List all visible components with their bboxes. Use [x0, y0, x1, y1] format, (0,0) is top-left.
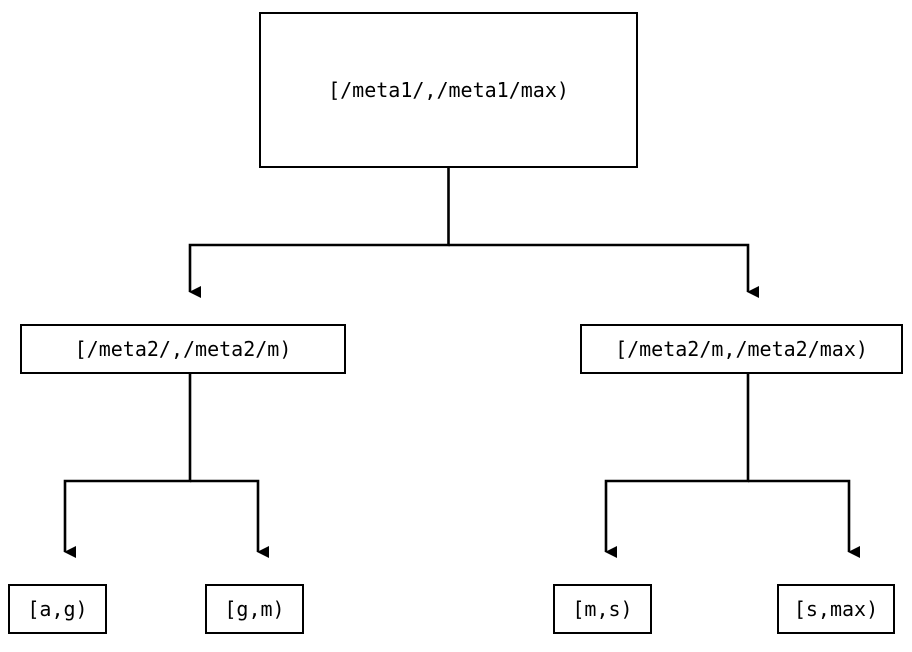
tree-node-meta2-high: [/meta2/m,/meta2/max) [580, 324, 903, 374]
tree-node-leaf-gm: [g,m) [205, 584, 304, 634]
tree-node-leaf-ms-label: [m,s) [572, 597, 633, 621]
tree-node-leaf-smax-label: [s,max) [793, 597, 879, 621]
tree-node-meta2-low: [/meta2/,/meta2/m) [20, 324, 346, 374]
edge-meta2-low-to-leaf-ag [63, 374, 192, 558]
edge-root-to-meta2-high [448, 243, 759, 298]
tree-node-meta2-low-label: [/meta2/,/meta2/m) [74, 337, 292, 361]
edge-meta2-low-to-leaf-gm [190, 479, 269, 558]
edge-meta2-high-to-leaf-smax [748, 479, 860, 558]
edge-meta2-high-to-leaf-ms [604, 374, 750, 558]
tree-node-leaf-ms: [m,s) [553, 584, 652, 634]
tree-node-leaf-smax: [s,max) [777, 584, 895, 634]
tree-node-root-label: [/meta1/,/meta1/max) [328, 78, 569, 102]
tree-node-leaf-ag-label: [a,g) [27, 597, 88, 621]
edge-root-to-meta2-low [188, 168, 450, 298]
tree-node-root: [/meta1/,/meta1/max) [259, 12, 638, 168]
tree-node-meta2-high-label: [/meta2/m,/meta2/max) [615, 337, 868, 361]
tree-node-leaf-gm-label: [g,m) [224, 597, 285, 621]
tree-node-leaf-ag: [a,g) [8, 584, 107, 634]
